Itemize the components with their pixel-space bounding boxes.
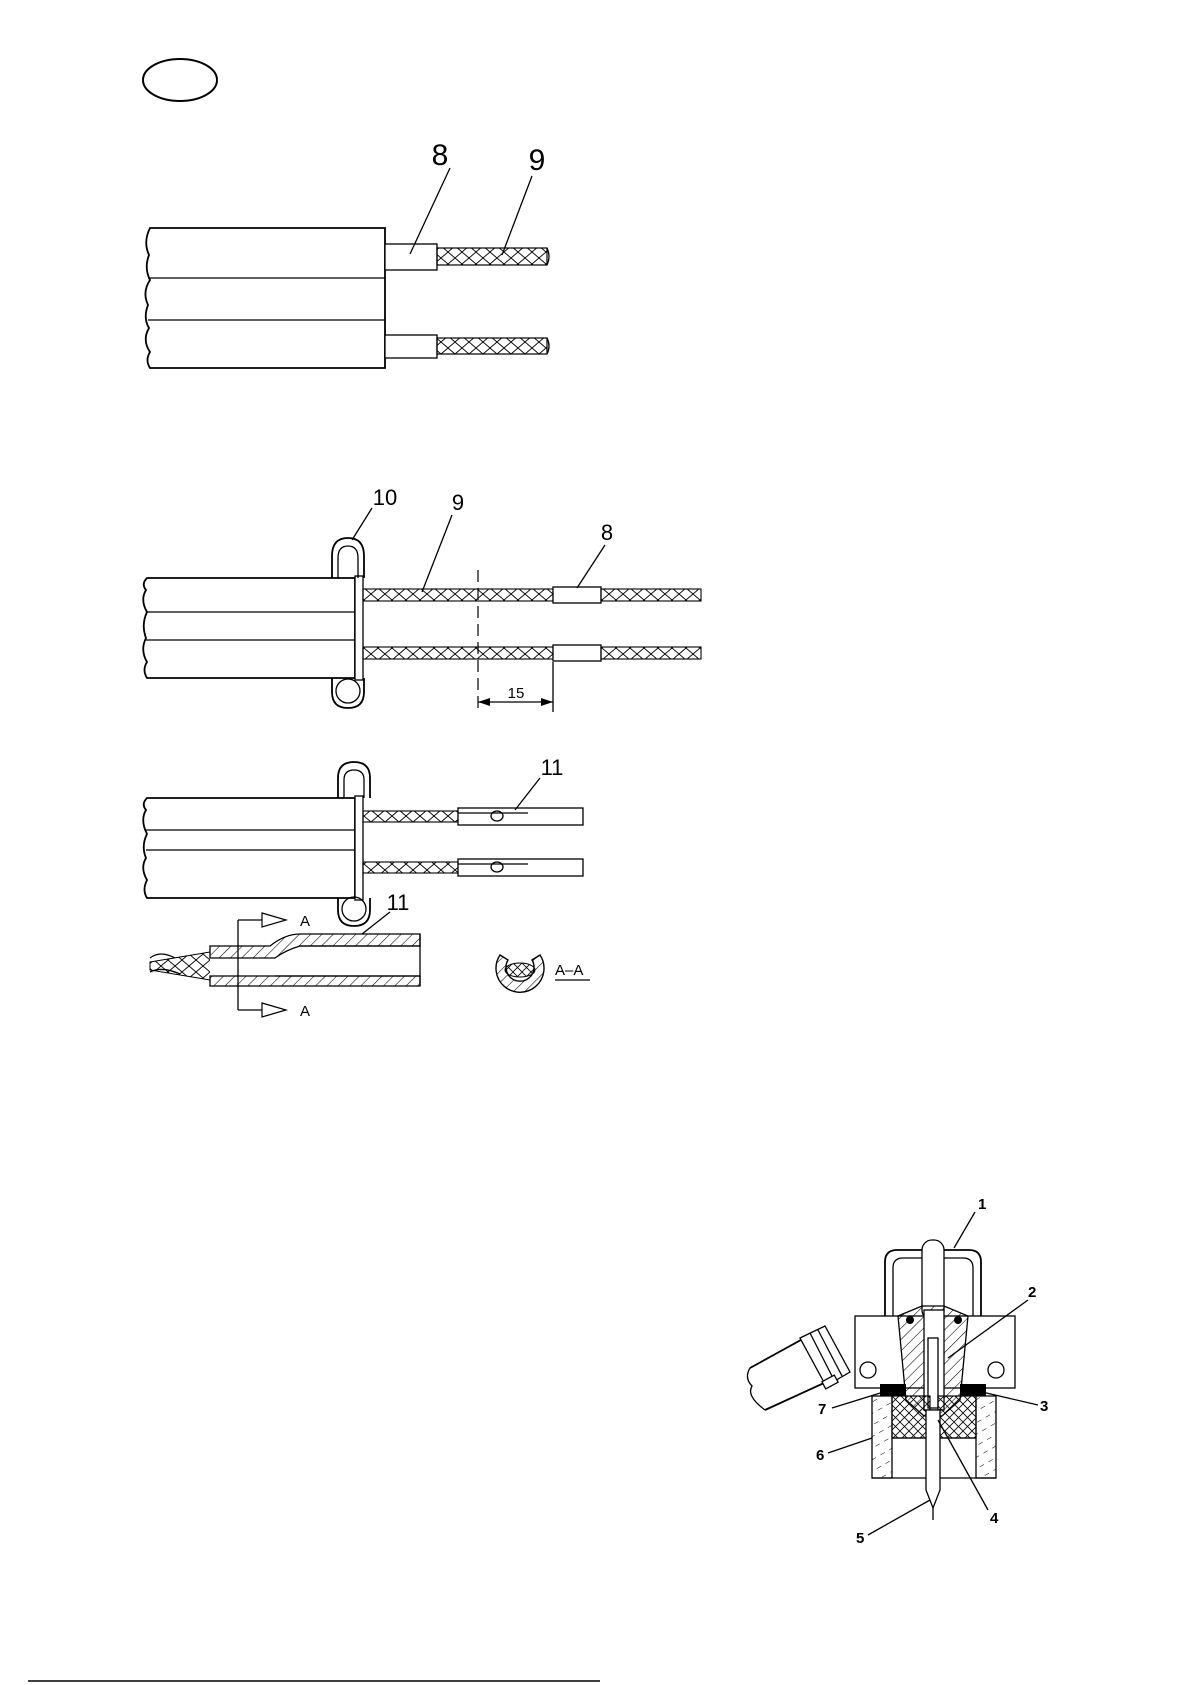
section-label-a-a: A–A bbox=[555, 962, 583, 979]
label-3: 3 bbox=[1040, 1398, 1048, 1415]
figure-5-connector-assembly: 1 2 3 4 5 6 7 bbox=[747, 1196, 1048, 1547]
section-mark-a-top: A bbox=[300, 913, 310, 930]
label-8: 8 bbox=[432, 139, 449, 172]
section-mark-a-bottom: A bbox=[300, 1003, 310, 1020]
label-5: 5 bbox=[856, 1530, 864, 1547]
label-11: 11 bbox=[387, 890, 410, 915]
figure-1-stripped-cable: 8 9 bbox=[145, 139, 549, 368]
label-7: 7 bbox=[818, 1401, 826, 1418]
figure-3-cable-with-terminals: 11 bbox=[143, 755, 583, 926]
braided-conductor bbox=[437, 338, 547, 354]
label-8: 8 bbox=[601, 520, 613, 545]
label-9: 9 bbox=[529, 144, 546, 177]
braided-conductor bbox=[437, 248, 547, 265]
label-1: 1 bbox=[978, 1196, 986, 1213]
label-11: 11 bbox=[541, 755, 564, 780]
figure-2-cable-with-strain-relief: 15 10 9 8 bbox=[143, 485, 701, 712]
label-10: 10 bbox=[373, 485, 397, 510]
label-6: 6 bbox=[816, 1447, 824, 1464]
label-9: 9 bbox=[452, 490, 464, 515]
language-oval-marker bbox=[143, 59, 217, 101]
dimension-15: 15 bbox=[508, 685, 525, 702]
label-4: 4 bbox=[990, 1510, 999, 1527]
label-2: 2 bbox=[1028, 1284, 1036, 1301]
section-view-a-a bbox=[496, 955, 544, 992]
